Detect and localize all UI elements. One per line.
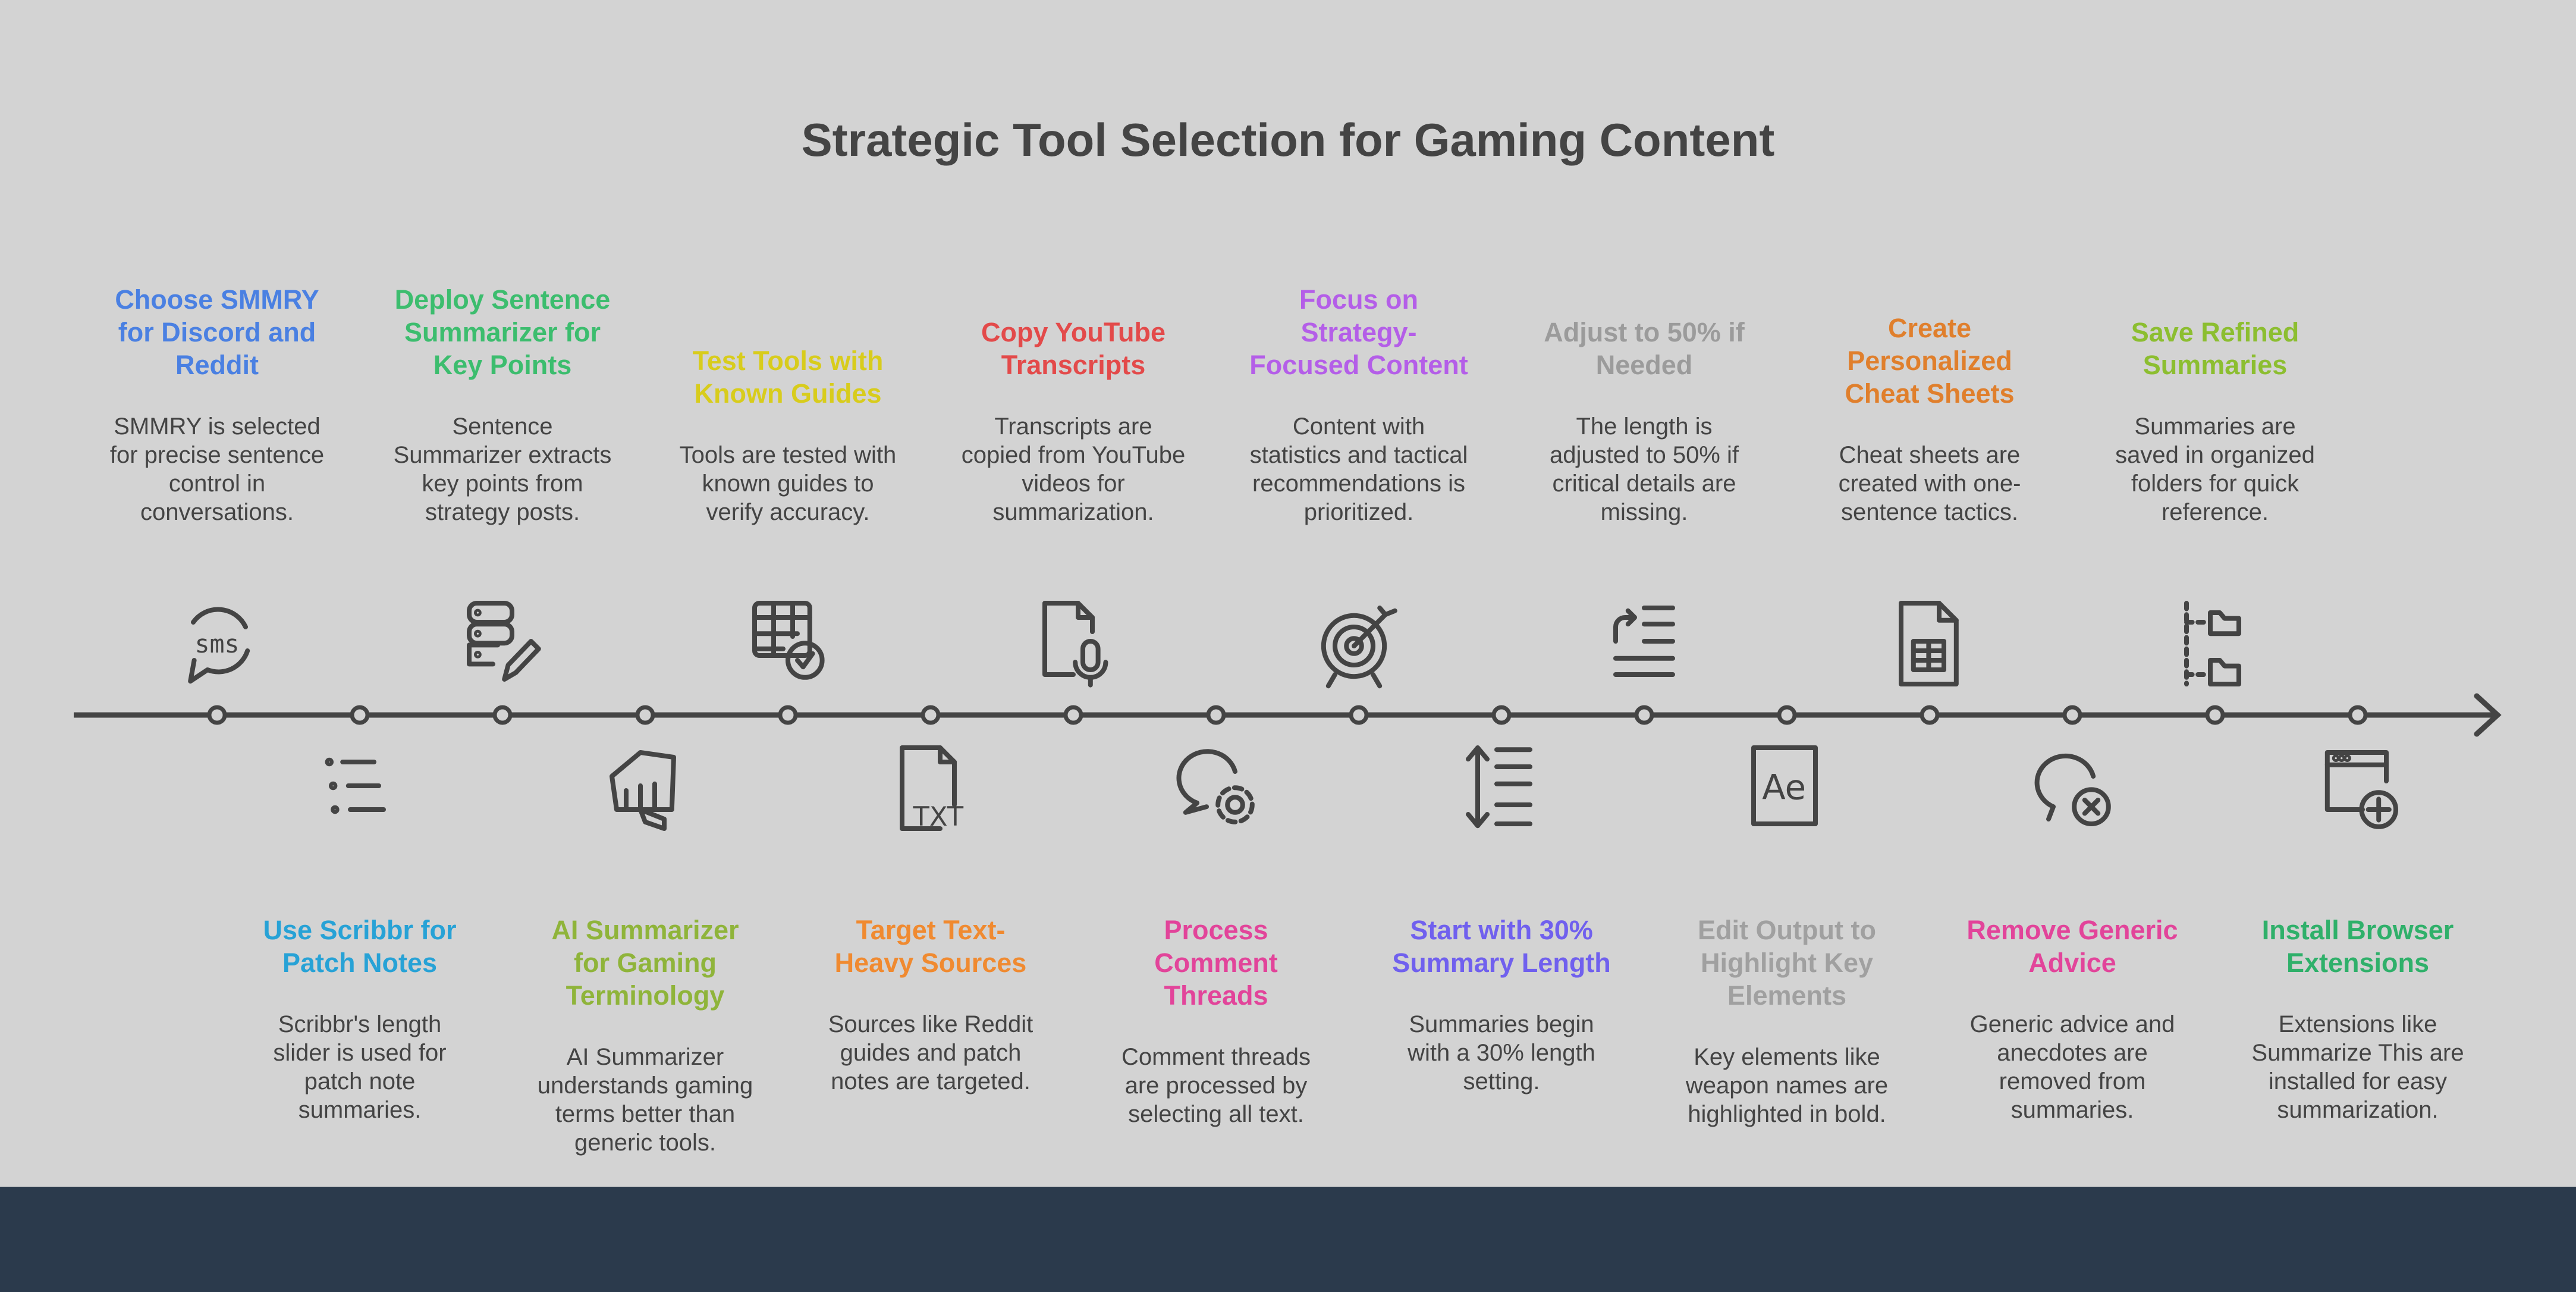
step-description: The length is adjusted to 50% if critica… (1550, 413, 1739, 525)
step-heading: Save Refined Summaries (2131, 317, 2299, 380)
step-description: SMMRY is selected for precise sentence c… (109, 413, 325, 525)
step-heading: Copy YouTube Transcripts (981, 317, 1166, 380)
timeline-arrowhead-icon (2474, 693, 2502, 737)
indent-arrow-icon (1597, 594, 1692, 689)
timeline-step: Deploy Sentence Summarizer for Key Point… (389, 283, 615, 526)
table-check-icon (740, 594, 835, 689)
timeline-node (1063, 705, 1083, 725)
footer-band (0, 1187, 2576, 1292)
timeline-node (2205, 705, 2225, 725)
step-description: Tools are tested with known guides to ve… (679, 442, 897, 525)
timeline-node (1634, 705, 1654, 725)
timeline-node (921, 705, 941, 725)
step-heading: Choose SMMRY for Discord and Reddit (115, 284, 319, 380)
timeline-node (207, 705, 227, 725)
step-description: AI Summarizer understands gaming terms b… (537, 1044, 753, 1156)
step-description: Generic advice and anecdotes are removed… (1969, 1011, 2175, 1123)
step-description: Summaries begin with a 30% length settin… (1408, 1011, 1595, 1095)
step-heading: Remove Generic Advice (1966, 915, 2178, 978)
step-heading: Use Scribbr for Patch Notes (263, 915, 457, 978)
file-spreadsheet-icon (1882, 594, 1977, 689)
step-description: Sources like Reddit guides and patch not… (828, 1011, 1033, 1095)
step-description: Cheat sheets are created with one-senten… (1838, 442, 2021, 525)
timeline-node (778, 705, 798, 725)
file-txt-icon: TXT (883, 738, 978, 833)
timeline-node (1349, 705, 1369, 725)
folder-tree-icon (2167, 594, 2263, 689)
fist-icon (598, 738, 693, 833)
step-heading: Test Tools with Known Guides (692, 346, 884, 409)
step-description: Extensions like Summarize This are insta… (2251, 1011, 2464, 1123)
timeline-node (492, 705, 513, 725)
step-heading: Target Text-Heavy Sources (834, 915, 1027, 978)
ae-icon: Ae (1739, 738, 1834, 833)
timeline-node (1920, 705, 1940, 725)
step-heading: Deploy Sentence Summarizer for Key Point… (394, 284, 611, 380)
step-heading: Create Personalized Cheat Sheets (1845, 313, 2015, 409)
step-heading: Process Comment Threads (1154, 915, 1278, 1011)
page-title: Strategic Tool Selection for Gaming Cont… (801, 114, 1775, 166)
timeline-node (1206, 705, 1226, 725)
timeline-node (1777, 705, 1797, 725)
step-description: Sentence Summarizer extracts key points … (393, 413, 612, 525)
timeline-node (635, 705, 655, 725)
step-heading: Start with 30% Summary Length (1392, 915, 1611, 978)
step-description: Scribbr's length slider is used for patc… (273, 1011, 447, 1123)
list-icon (312, 738, 407, 833)
browser-add-icon (2310, 738, 2405, 833)
step-heading: Adjust to 50% if Needed (1544, 317, 1745, 380)
line-height-icon (1454, 738, 1549, 833)
sms-icon: sms (169, 594, 265, 689)
svg-text:Ae: Ae (1762, 767, 1806, 807)
step-description: Key elements like weapon names are highl… (1685, 1044, 1889, 1127)
step-heading: Focus on Strategy-Focused Content (1249, 284, 1468, 380)
timeline-node (2062, 705, 2082, 725)
svg-text:sms: sms (194, 629, 239, 658)
step-heading: Install Browser Extensions (2261, 915, 2454, 978)
step-description: Comment threads are processed by selecti… (1121, 1044, 1311, 1127)
timeline-node (2348, 705, 2368, 725)
chat-gear-icon (1168, 738, 1264, 833)
timeline-step: AI Summarizer for Gaming Terminology AI S… (532, 914, 758, 1157)
step-description: Content with statistics and tactical rec… (1249, 413, 1468, 525)
step-heading: AI Summarizer for Gaming Terminology (551, 915, 739, 1011)
step-description: Transcripts are copied from YouTube vide… (961, 413, 1186, 525)
target-icon (1311, 594, 1406, 689)
step-heading: Edit Output to Highlight Key Elements (1698, 915, 1876, 1011)
svg-text:TXT: TXT (912, 801, 963, 832)
timeline-node (1491, 705, 1512, 725)
server-edit-icon (455, 594, 550, 689)
step-description: Summaries are saved in organized folders… (2115, 413, 2315, 525)
chat-x-icon (2025, 738, 2120, 833)
timeline-node (350, 705, 370, 725)
file-mic-icon (1026, 594, 1121, 689)
